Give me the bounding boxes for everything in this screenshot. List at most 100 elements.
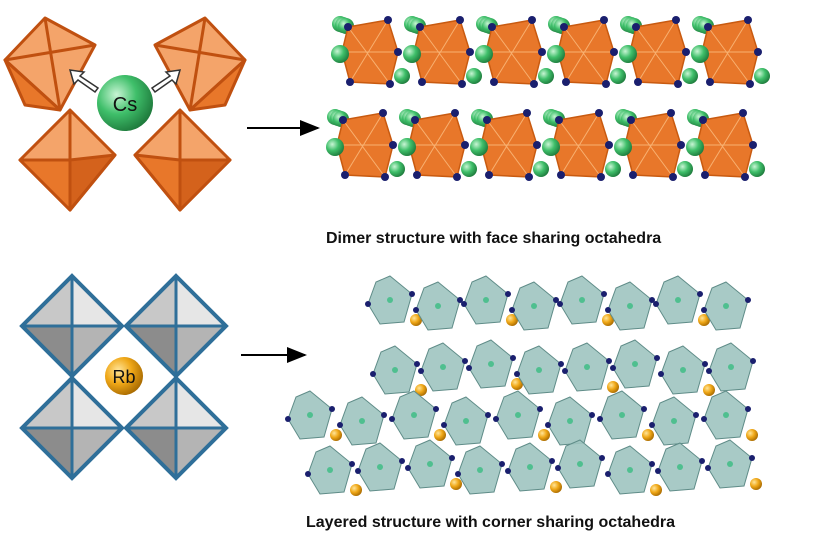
rb-atom xyxy=(703,384,715,396)
layered-octahedron xyxy=(706,342,756,392)
halide-atom xyxy=(441,422,447,428)
rb-atom xyxy=(350,484,362,496)
metal-atom xyxy=(488,361,494,367)
dimer-unit xyxy=(331,16,410,88)
halide-atom xyxy=(701,416,707,422)
halide-atom xyxy=(600,16,608,24)
dimer-unit xyxy=(475,16,554,88)
halide-atom xyxy=(386,80,394,88)
halide-atom xyxy=(349,461,355,467)
halide-atom xyxy=(602,80,610,88)
halide-atom xyxy=(749,455,755,461)
metal-atom xyxy=(632,361,638,367)
layered-octahedron xyxy=(418,342,468,392)
layered-octahedron xyxy=(555,439,605,489)
rb-atom xyxy=(650,484,662,496)
metal-atom xyxy=(619,412,625,418)
layered-octahedron xyxy=(466,339,523,390)
halide-atom xyxy=(745,406,751,412)
metal-atom xyxy=(723,303,729,309)
layered-octahedron xyxy=(705,439,762,490)
layered-octahedron xyxy=(514,345,564,395)
cs-atom xyxy=(547,45,565,63)
rb-atom xyxy=(698,314,710,326)
dimer-unit xyxy=(691,16,770,88)
halide-atom xyxy=(699,116,707,124)
cs-atom xyxy=(389,161,405,177)
halide-atom xyxy=(557,171,565,179)
halide-atom xyxy=(649,297,655,303)
layered-octahedron xyxy=(562,342,619,393)
halide-atom xyxy=(449,455,455,461)
layered-octahedron xyxy=(505,442,562,493)
metal-atom xyxy=(627,303,633,309)
cs-label: Cs xyxy=(113,94,137,116)
dimer-unit xyxy=(619,16,698,88)
halide-atom xyxy=(485,412,491,418)
octahedron-edge xyxy=(337,112,393,178)
halide-atom xyxy=(509,307,515,313)
octahedron-edge xyxy=(22,276,122,376)
layered-octahedron xyxy=(509,281,559,331)
halide-atom xyxy=(538,48,546,56)
halide-atom xyxy=(499,461,505,467)
halide-atom xyxy=(704,23,712,31)
halide-atom xyxy=(558,361,564,367)
halide-atom xyxy=(545,422,551,428)
octahedron-edge xyxy=(702,19,758,85)
halide-atom xyxy=(560,23,568,31)
halide-atom xyxy=(455,471,461,477)
rb-atom xyxy=(330,429,342,441)
halide-atom xyxy=(505,291,511,297)
halide-atom xyxy=(745,297,751,303)
bottom-caption: Layered structure with corner sharing oc… xyxy=(306,514,675,531)
halide-atom xyxy=(537,406,543,412)
halide-atom xyxy=(453,173,461,181)
halide-atom xyxy=(741,173,749,181)
octahedron-edge xyxy=(697,112,753,178)
halide-atom xyxy=(409,291,415,297)
layered-octahedron xyxy=(370,345,427,396)
halide-atom xyxy=(553,297,559,303)
halide-atom xyxy=(414,361,420,367)
octahedron-top-left xyxy=(3,16,97,112)
cs-atom xyxy=(754,68,770,84)
rb-label: Rb xyxy=(112,367,135,387)
rb-atom xyxy=(415,384,427,396)
halide-atom xyxy=(514,371,520,377)
octahedron-edge xyxy=(553,112,609,178)
halide-atom xyxy=(344,23,352,31)
cs-atom xyxy=(331,45,349,63)
halide-atom xyxy=(555,465,561,471)
halide-atom xyxy=(746,80,754,88)
layered-octahedron xyxy=(285,390,342,441)
rb-atom xyxy=(538,429,550,441)
halide-atom xyxy=(528,16,536,24)
cs-atom xyxy=(394,68,410,84)
metal-atom xyxy=(527,464,533,470)
halide-atom xyxy=(490,78,498,86)
halide-atom xyxy=(381,412,387,418)
halide-atom xyxy=(605,141,613,149)
halide-atom xyxy=(510,355,516,361)
halide-atom xyxy=(597,416,603,422)
halide-atom xyxy=(750,358,756,364)
halide-atom xyxy=(285,416,291,422)
halide-atom xyxy=(627,116,635,124)
layered-octahedron xyxy=(355,442,405,492)
halide-atom xyxy=(381,173,389,181)
halide-atom xyxy=(599,455,605,461)
halide-atom xyxy=(629,171,637,179)
cs-atom xyxy=(619,45,637,63)
rb-atom xyxy=(434,429,446,441)
cs-atom xyxy=(691,45,709,63)
halide-atom xyxy=(562,78,570,86)
halide-atom xyxy=(488,23,496,31)
octahedron-bottom-right xyxy=(133,108,232,212)
halide-atom xyxy=(744,16,752,24)
halide-atom xyxy=(329,406,335,412)
dimer-crystal-structure xyxy=(326,16,770,181)
halide-atom xyxy=(555,116,563,124)
layered-octahedron xyxy=(605,445,662,496)
metal-atom xyxy=(327,467,333,473)
